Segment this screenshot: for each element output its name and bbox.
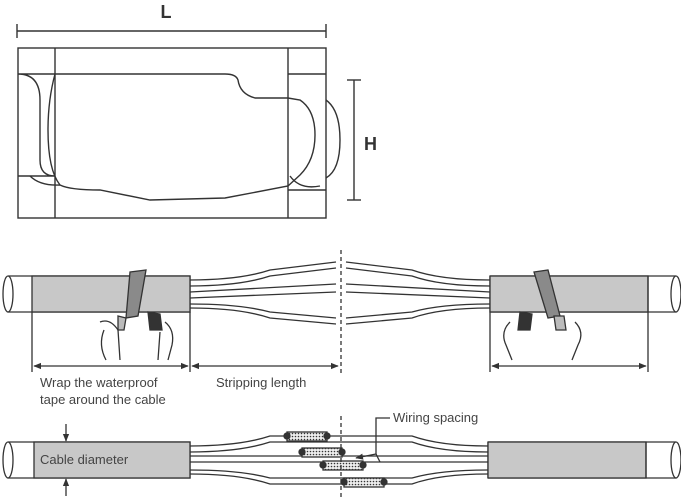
left-hand-2: [157, 321, 174, 361]
right-hand-2: [571, 321, 582, 361]
wiring-spacing-leader: [355, 417, 390, 460]
height-dimension: [347, 79, 361, 201]
connector-2: [301, 447, 343, 458]
length-dimension: [16, 24, 327, 38]
connector-1: [286, 431, 328, 442]
wrap-caption-line1: Wrap the waterproof: [40, 375, 158, 390]
stripped-wires-right: [345, 261, 491, 325]
bottom-right-sheath: [487, 441, 647, 479]
wrap-caption-line2: tape around the cable: [40, 392, 166, 407]
joint-box-figure: [16, 24, 361, 219]
connector-3: [322, 460, 364, 471]
cable-diameter-caption: Cable diameter: [40, 452, 129, 467]
stripped-cable-figure: [2, 250, 681, 376]
wiring-spacing-caption: Wiring spacing: [393, 410, 478, 425]
left-hand-1: [99, 320, 121, 361]
stripping-caption: Stripping length: [216, 375, 306, 390]
bottom-left-sheath: [33, 441, 191, 479]
box-inner-body: [47, 73, 316, 201]
left-sheath: [31, 275, 191, 313]
connector-4: [343, 477, 385, 488]
left-tape: [125, 269, 147, 319]
stripped-wires-left: [189, 261, 337, 325]
box-outer: [17, 47, 327, 219]
length-label: L: [161, 2, 172, 22]
connected-wires: [189, 435, 489, 485]
wire-connectors: [283, 431, 388, 488]
left-end-cap: [17, 48, 56, 218]
height-label: H: [364, 134, 377, 154]
right-sheath: [489, 275, 649, 313]
right-hand-1: [503, 321, 513, 361]
right-end-cap: [287, 48, 341, 218]
connected-cable-figure: [2, 416, 681, 500]
